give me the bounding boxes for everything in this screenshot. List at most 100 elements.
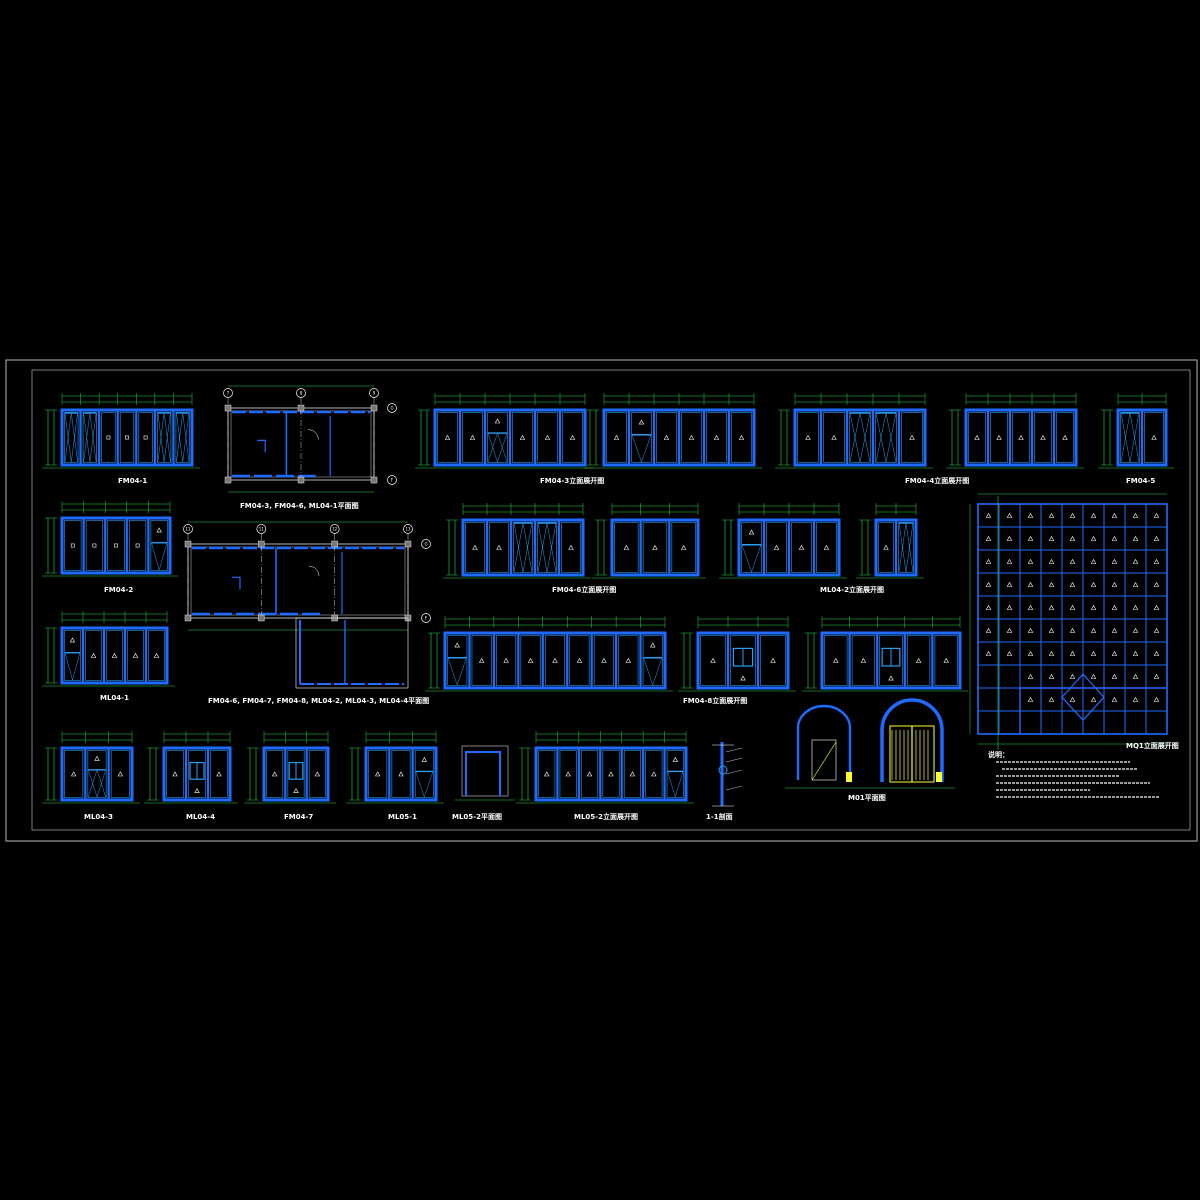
- axis-bubble-icon: [296, 388, 306, 398]
- triangle-marker-icon: [1006, 604, 1013, 610]
- axis-bubble-icon: [223, 388, 233, 398]
- triangle-marker-icon: [1090, 535, 1097, 541]
- sheet-inner-frame: [31, 369, 1191, 831]
- triangle-marker-icon: [1111, 512, 1118, 518]
- notes-block: [996, 761, 1160, 798]
- triangle-marker-icon: [1111, 581, 1118, 587]
- title-ml05-2-plan: ML05-2平面图: [452, 812, 502, 821]
- triangle-marker-icon: [1069, 650, 1076, 656]
- triangle-marker-icon: [1153, 627, 1160, 633]
- triangle-marker-icon: [1090, 512, 1097, 518]
- ml04-4-elevation: [144, 731, 238, 804]
- triangle-marker-icon: [1027, 535, 1034, 541]
- triangle-marker-icon: [1111, 535, 1118, 541]
- title-m01-plan: M01平面图: [848, 793, 886, 802]
- triangle-marker-icon: [1132, 535, 1139, 541]
- triangle-marker-icon: [1048, 696, 1055, 702]
- fm04-6-elevation-b: [592, 503, 706, 579]
- title-fm04-2: FM04-2: [104, 586, 133, 594]
- triangle-marker-icon: [568, 544, 574, 550]
- triangle-marker-icon: [1090, 604, 1097, 610]
- triangle-marker-icon: [293, 788, 299, 793]
- triangle-marker-icon: [552, 657, 558, 663]
- triangle-marker-icon: [770, 657, 776, 663]
- triangle-marker-icon: [576, 657, 583, 663]
- triangle-marker-icon: [374, 771, 381, 777]
- triangle-marker-icon: [1006, 535, 1013, 541]
- triangle-marker-icon: [94, 755, 100, 761]
- ml04-3-elevation: [42, 731, 140, 804]
- triangle-marker-icon: [652, 544, 658, 550]
- triangle-marker-icon: [1132, 512, 1139, 518]
- axis-label: 12: [332, 527, 338, 532]
- triangle-marker-icon: [398, 771, 404, 777]
- ml04-2-elevation-b: [856, 503, 924, 579]
- triangle-marker-icon: [985, 627, 992, 633]
- triangle-marker-icon: [915, 657, 922, 663]
- axis-bubble-icon: [329, 524, 340, 534]
- triangle-marker-icon: [421, 756, 428, 762]
- ml05-2-elevation: [516, 731, 694, 804]
- triangle-marker-icon: [132, 652, 139, 658]
- triangle-marker-icon: [1090, 650, 1097, 656]
- triangle-marker-icon: [833, 657, 839, 663]
- title-ml04-4: ML04-4: [186, 813, 215, 821]
- triangle-marker-icon: [651, 771, 657, 777]
- triangle-marker-icon: [1153, 512, 1160, 518]
- axis-label: G: [424, 542, 427, 547]
- triangle-marker-icon: [985, 650, 992, 656]
- title-ml05-2-elev: ML05-2立面展开图: [574, 812, 638, 821]
- triangle-marker-icon: [638, 419, 645, 425]
- triangle-marker-icon: [1132, 650, 1139, 656]
- triangle-marker-icon: [444, 434, 451, 440]
- triangle-marker-icon: [909, 434, 915, 440]
- fm04-3-elevation: [415, 393, 593, 469]
- triangle-marker-icon: [625, 657, 632, 663]
- triangle-marker-icon: [1151, 434, 1157, 440]
- title-ml05-1: ML05-1: [388, 813, 417, 821]
- triangle-marker-icon: [1069, 673, 1076, 679]
- axis-label: 11: [185, 527, 191, 532]
- square-marker-icon: [106, 435, 111, 440]
- triangle-marker-icon: [1048, 673, 1055, 679]
- axis-bubble-icon: [403, 524, 413, 534]
- triangle-marker-icon: [1111, 627, 1118, 633]
- axis-bubble-icon: [387, 403, 397, 413]
- triangle-marker-icon: [586, 771, 593, 777]
- triangle-marker-icon: [1090, 581, 1097, 587]
- triangle-marker-icon: [1027, 512, 1034, 518]
- fm04-2-elevation: [42, 501, 178, 577]
- square-marker-icon: [135, 543, 140, 548]
- triangle-marker-icon: [1048, 581, 1055, 587]
- triangle-marker-icon: [860, 657, 867, 663]
- triangle-marker-icon: [1006, 512, 1013, 518]
- triangle-marker-icon: [680, 544, 687, 550]
- triangle-marker-icon: [1027, 604, 1034, 610]
- title-fm04-7: FM04-7: [284, 813, 313, 821]
- triangle-marker-icon: [117, 771, 124, 777]
- axis-bubble-icon: [256, 524, 267, 534]
- triangle-marker-icon: [519, 434, 526, 440]
- triangle-marker-icon: [314, 771, 321, 777]
- triangle-marker-icon: [888, 675, 894, 681]
- triangle-marker-icon: [798, 544, 805, 550]
- title-fm04-1: FM04-1: [118, 477, 147, 485]
- triangle-marker-icon: [996, 434, 1002, 440]
- triangle-marker-icon: [1111, 696, 1118, 702]
- triangle-marker-icon: [1069, 604, 1076, 610]
- title-ml04-2-elev: ML04-2立面展开图: [820, 585, 884, 594]
- title-ml04-3: ML04-3: [84, 813, 113, 821]
- triangle-marker-icon: [608, 771, 614, 777]
- mq1-curtain-wall: [969, 493, 1168, 750]
- triangle-marker-icon: [1062, 434, 1068, 440]
- triangle-marker-icon: [194, 788, 200, 793]
- triangle-marker-icon: [454, 642, 460, 648]
- axis-label: 9: [373, 391, 376, 396]
- triangle-marker-icon: [985, 604, 992, 610]
- triangle-marker-icon: [1132, 696, 1139, 702]
- square-marker-icon: [70, 543, 75, 548]
- triangle-marker-icon: [805, 434, 811, 440]
- fm04-4-elevation-b: [946, 393, 1084, 469]
